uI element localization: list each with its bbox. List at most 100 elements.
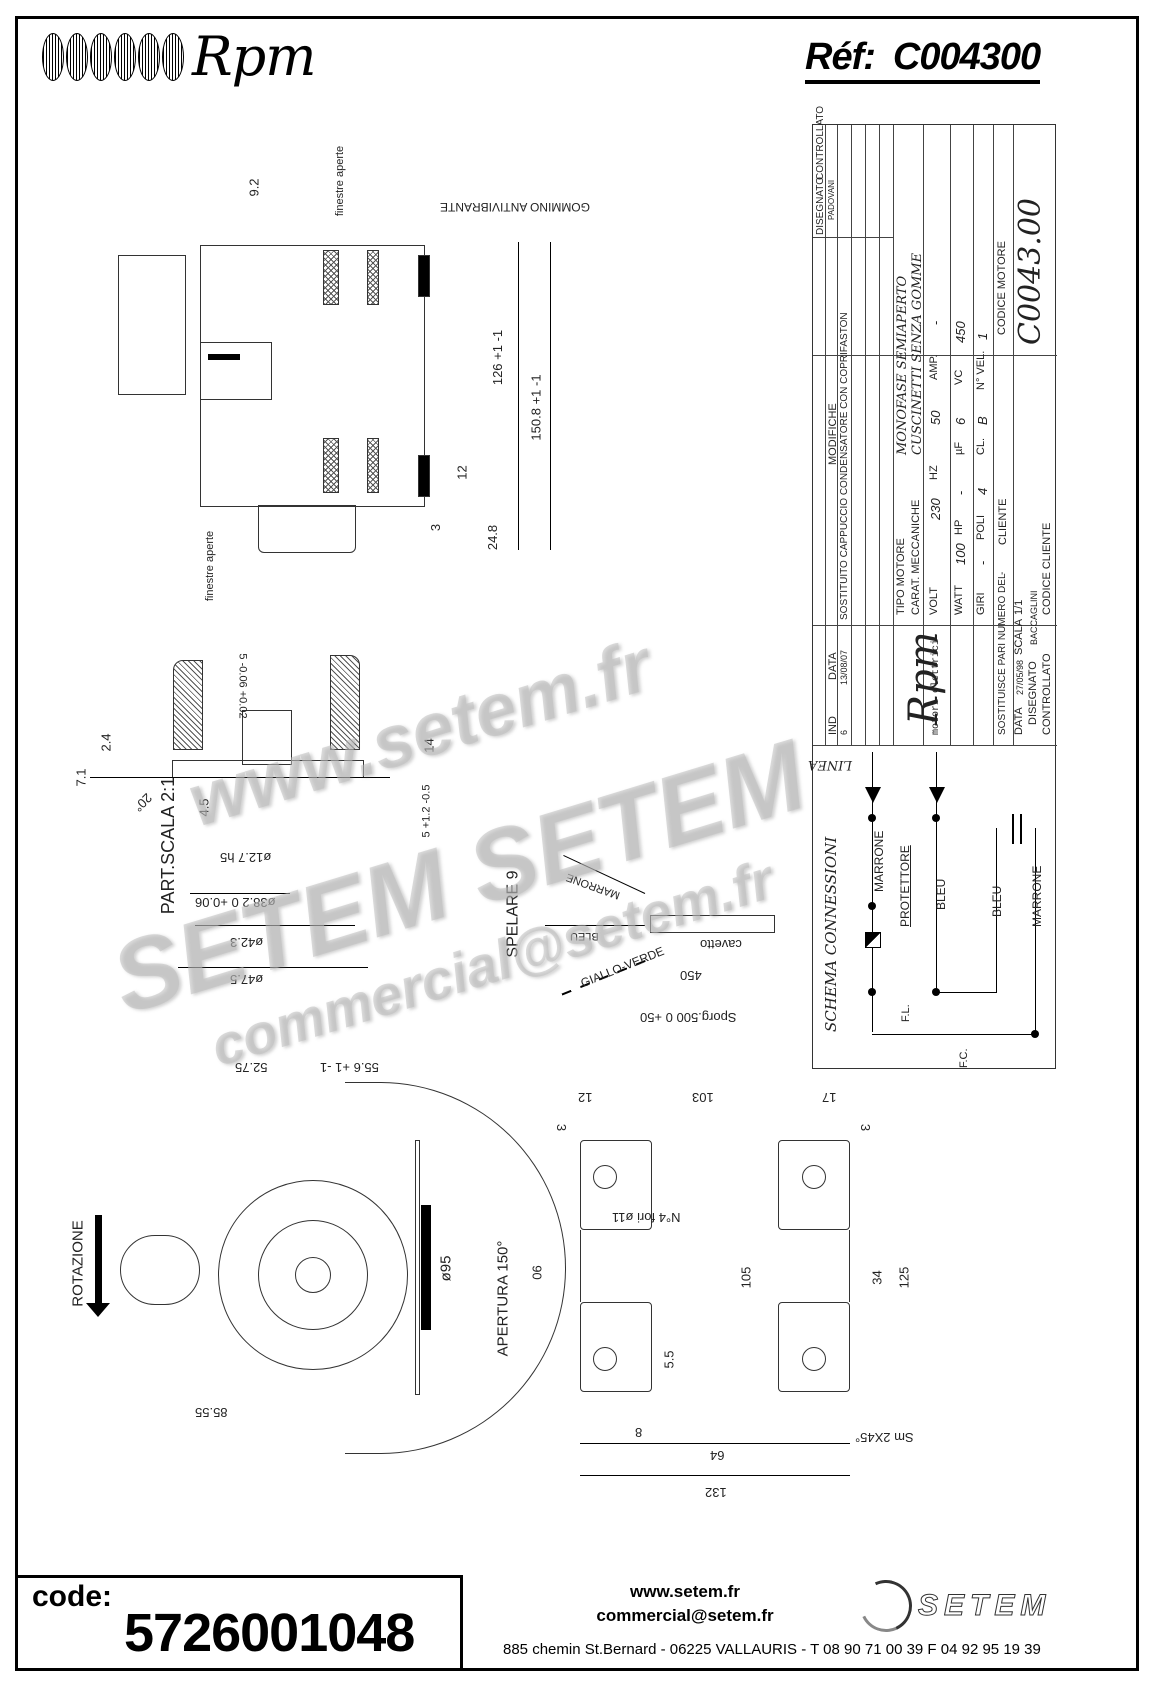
dim-label: ø42.3 [230,935,264,950]
code-value: 5726001048 [124,1603,415,1663]
arrow-down-icon [865,787,881,803]
schema-title: SCHEMA CONNESSIONI [822,836,840,1032]
codice-motore-value: C0043.00 [1013,197,1048,345]
dim-label: 150.8 +1 -1 [528,374,544,441]
revision-date: 13/08/07 [839,649,849,685]
dim-label: Sporg.500 0 +50 [640,1010,737,1025]
data-value: 27/05/98 [1015,659,1025,695]
holes-label: N°4 fori ø11 [612,1210,681,1225]
dim-label: 17 [822,1090,837,1105]
spec-volt: 230 [928,498,943,520]
spec-label: µF [953,441,965,455]
reference-value: C004300 [892,36,1041,78]
dim-label: 64 [710,1448,725,1463]
setem-brand: SETEM [917,1589,1052,1623]
spec-poli: 4 [975,487,990,495]
spec-hz: 50 [928,410,943,425]
rotation-label: ROTAZIONE [69,1220,87,1307]
tipo-motore-label: TIPO MOTORE [895,538,907,615]
dim-label: APERTURA 150° [494,1240,512,1357]
reference: Réf: C004300 [805,36,1041,84]
title-block: IND DATA 13/08/07 6 SOSTITUITO CAPPUCCIO… [812,106,1057,1069]
col-modifiche: MODIFICHE [827,403,839,465]
protector-icon [865,932,881,948]
email-link[interactable]: commercial@setem.fr [596,1606,774,1625]
col-data: DATA [827,652,839,680]
dim-label: 3 [858,1123,874,1132]
reference-label: Réf: [805,36,876,78]
code-label: code: [32,1580,113,1613]
controllato-label: CONTROLLATO [1041,653,1053,736]
codice-motore-label: CODICE MOTORE [996,241,1008,335]
spec-label: WATT [953,585,965,615]
dim-label: 52.75 [235,1060,268,1075]
dim-label: 9.2 [246,178,262,197]
spec-label: N° VEL. [975,350,987,390]
dim-label: Sm 2X45° [855,1430,914,1445]
dim-label: 3 [428,523,444,532]
spec-label: CL. [975,437,987,455]
carat-value: CUSCINETTI SENZA GOMME [910,252,925,455]
dim-label: ø38.2 0 +0.06 [195,895,276,910]
scale-label: PART.SCALA 2:1 [158,776,179,915]
annotation-label: SPELARE 9 [504,870,522,958]
dim-label: 14 [421,738,437,753]
annotation-label: cavetto [700,937,742,952]
scala-value: 1/1 [1013,599,1025,615]
dim-label: 7.1 [73,768,89,787]
spec-label: VOLT [928,587,940,615]
wire-label: BLEU [990,885,1004,917]
dim-label: 24.8 [485,524,501,551]
wire-label: BLEU [570,930,599,942]
sostituisce-label: SOSTITUISCE PARI NUMERO DEL [997,573,1008,735]
dim-label: 55.6 +1 -1 [320,1060,379,1075]
col-controllato: CONTROLLATO [815,105,826,180]
dim-label: 5 -0.06 +0.02 [236,653,249,719]
tipo-motore-value: MONOFASE SEMIAPERTO [895,275,910,455]
scala-label: SCALA [1013,618,1025,655]
dim-label: 4.5 [196,798,212,817]
dim-label: 5 +1.2 -0.5 [420,784,433,838]
dim-label: 12 [454,465,470,480]
annotation-label: finestre aperte [334,145,347,217]
dim-label: 34 [869,1270,885,1285]
spec-amp: - [928,320,943,325]
data-label: DATA [1013,707,1025,735]
spec-uf: 6 [953,417,968,425]
website-link[interactable]: www.setem.fr [630,1582,740,1601]
spec-label: HZ [928,465,940,480]
dim-label: 90 [529,1265,545,1280]
spec-watt: 100 [953,543,968,565]
fl-label: F.L. [900,1004,912,1022]
protettore-label: PROTETTORE [898,845,912,927]
coil-logo-icon [42,33,184,81]
annotation-label: finestre aperte [204,530,217,602]
rotation-arrow-icon [95,1215,102,1305]
dim-label: 85.55 [195,1405,228,1420]
wire-label: BLEU [934,878,948,910]
dim-label: 105 [738,1266,754,1289]
arrow-down-icon [929,787,945,803]
spec-label: AMP. [928,354,940,380]
cliente-label: CLIENTE [997,498,1009,545]
setem-logo: SETEM [852,1572,1052,1640]
revision-text: SOSTITUITO CAPPUCCIO CONDENSATORE CON CO… [839,312,850,620]
spec-label: HP [953,519,965,535]
spec-cl: B [975,416,990,425]
dim-label: ø95 [437,1255,455,1282]
contact-block: www.setem.fr commercial@setem.fr [470,1580,900,1628]
spec-giri: - [975,560,990,565]
spec-label: POLI [975,514,987,540]
carat-label: CARAT. MECCANICHE [910,499,922,615]
dim-label: 125 [896,1266,912,1289]
dim-label: 12 [578,1090,593,1105]
arrow-icon [208,354,240,360]
col-disegnato: DISEGNATO [815,177,826,235]
dim-label: 103 [692,1090,714,1105]
capacitor-icon [1012,814,1014,844]
connection-schema: SCHEMA CONNESSIONI LINEA MARRONE PROTETT… [808,742,1056,1069]
dim-label: 132 [705,1485,727,1500]
revision-ind: 6 [839,729,849,735]
spec-vc: 450 [953,321,968,343]
col-ind: IND [827,716,839,735]
